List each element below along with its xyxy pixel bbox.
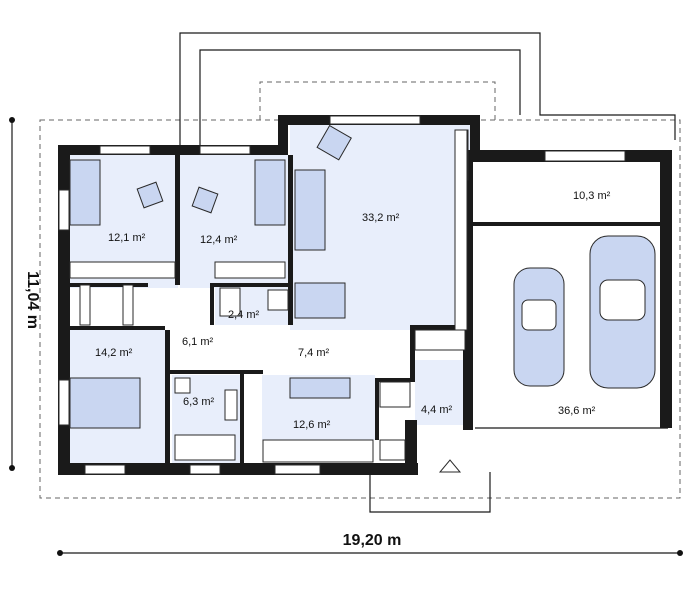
- width-dimension-label: 19,20 m: [343, 532, 402, 549]
- furniture: [69, 124, 656, 473]
- room-label-kitchen: 12,6 m²: [293, 419, 331, 431]
- room-label-bedroom-1: 12,1 m²: [108, 232, 146, 244]
- dimension-lines: [9, 117, 683, 556]
- room-label-bathroom-small: 2,4 m²: [228, 309, 260, 321]
- room-label-storage: 10,3 m²: [573, 190, 611, 202]
- room-label-garage: 36,6 m²: [558, 405, 596, 417]
- room-label-hall-bedrooms: 6,1 m²: [182, 336, 214, 348]
- room-label-living-room: 33,2 m²: [362, 212, 400, 224]
- height-dimension-label: 11,04 m: [24, 271, 41, 329]
- room-label-hall-main: 7,4 m²: [298, 347, 330, 359]
- room-label-bedroom-3: 14,2 m²: [95, 347, 133, 359]
- room-label-entry: 4,4 m²: [421, 404, 453, 416]
- room-label-bedroom-2: 12,4 m²: [200, 234, 238, 246]
- room-label-bathroom: 6,3 m²: [183, 396, 215, 408]
